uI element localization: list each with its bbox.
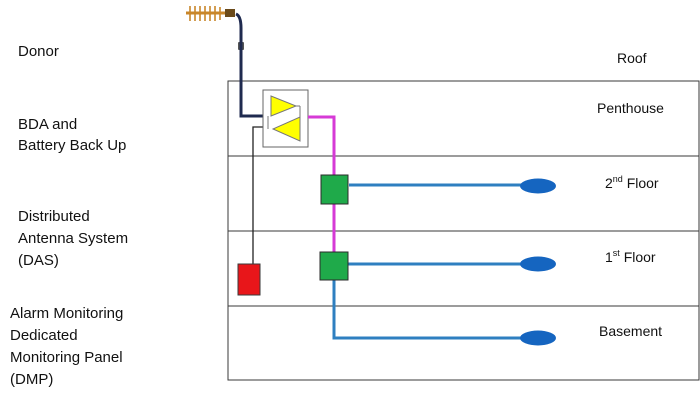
label-das-line1: Distributed xyxy=(18,208,90,225)
label-alarm-line4: (DMP) xyxy=(10,371,53,388)
ceiling-antenna-icon xyxy=(520,330,556,346)
building xyxy=(227,80,700,381)
splitter-icon xyxy=(320,174,349,205)
floor-basement xyxy=(227,305,700,381)
label-donor: Donor xyxy=(18,43,59,60)
label-roof: Roof xyxy=(617,50,647,66)
ceiling-antenna-icon xyxy=(520,178,556,194)
splitter-icon xyxy=(319,251,349,281)
antenna-cable-basement xyxy=(332,280,527,340)
bda-amplifier-icon xyxy=(262,89,309,148)
donor-antenna-icon xyxy=(186,6,244,50)
label-first-floor: 1st Floor xyxy=(605,248,656,265)
label-das-line3: (DAS) xyxy=(18,252,59,269)
dmp-panel-icon xyxy=(237,263,261,296)
floor-first xyxy=(227,230,700,307)
label-alarm-line1: Alarm Monitoring xyxy=(10,305,123,322)
label-basement: Basement xyxy=(599,323,662,339)
label-penthouse: Penthouse xyxy=(597,100,664,116)
alarm-cable xyxy=(252,126,268,264)
riser-cable xyxy=(308,115,336,254)
label-second-floor: 2nd Floor xyxy=(605,174,659,191)
label-alarm-line3: Monitoring Panel xyxy=(10,349,123,366)
ceiling-antenna-icon xyxy=(520,256,556,272)
floor-labels: Roof Penthouse 2nd Floor 1st Floor Basem… xyxy=(597,50,664,339)
label-bda-line1: BDA and xyxy=(18,116,77,133)
floor-second xyxy=(227,155,700,232)
label-bda-line2: Battery Back Up xyxy=(18,137,126,154)
label-alarm-line2: Dedicated xyxy=(10,327,78,344)
label-das-line2: Antenna System xyxy=(18,230,128,247)
left-labels: Donor BDA and Battery Back Up Distribute… xyxy=(10,43,128,388)
donor-cable xyxy=(235,12,268,118)
